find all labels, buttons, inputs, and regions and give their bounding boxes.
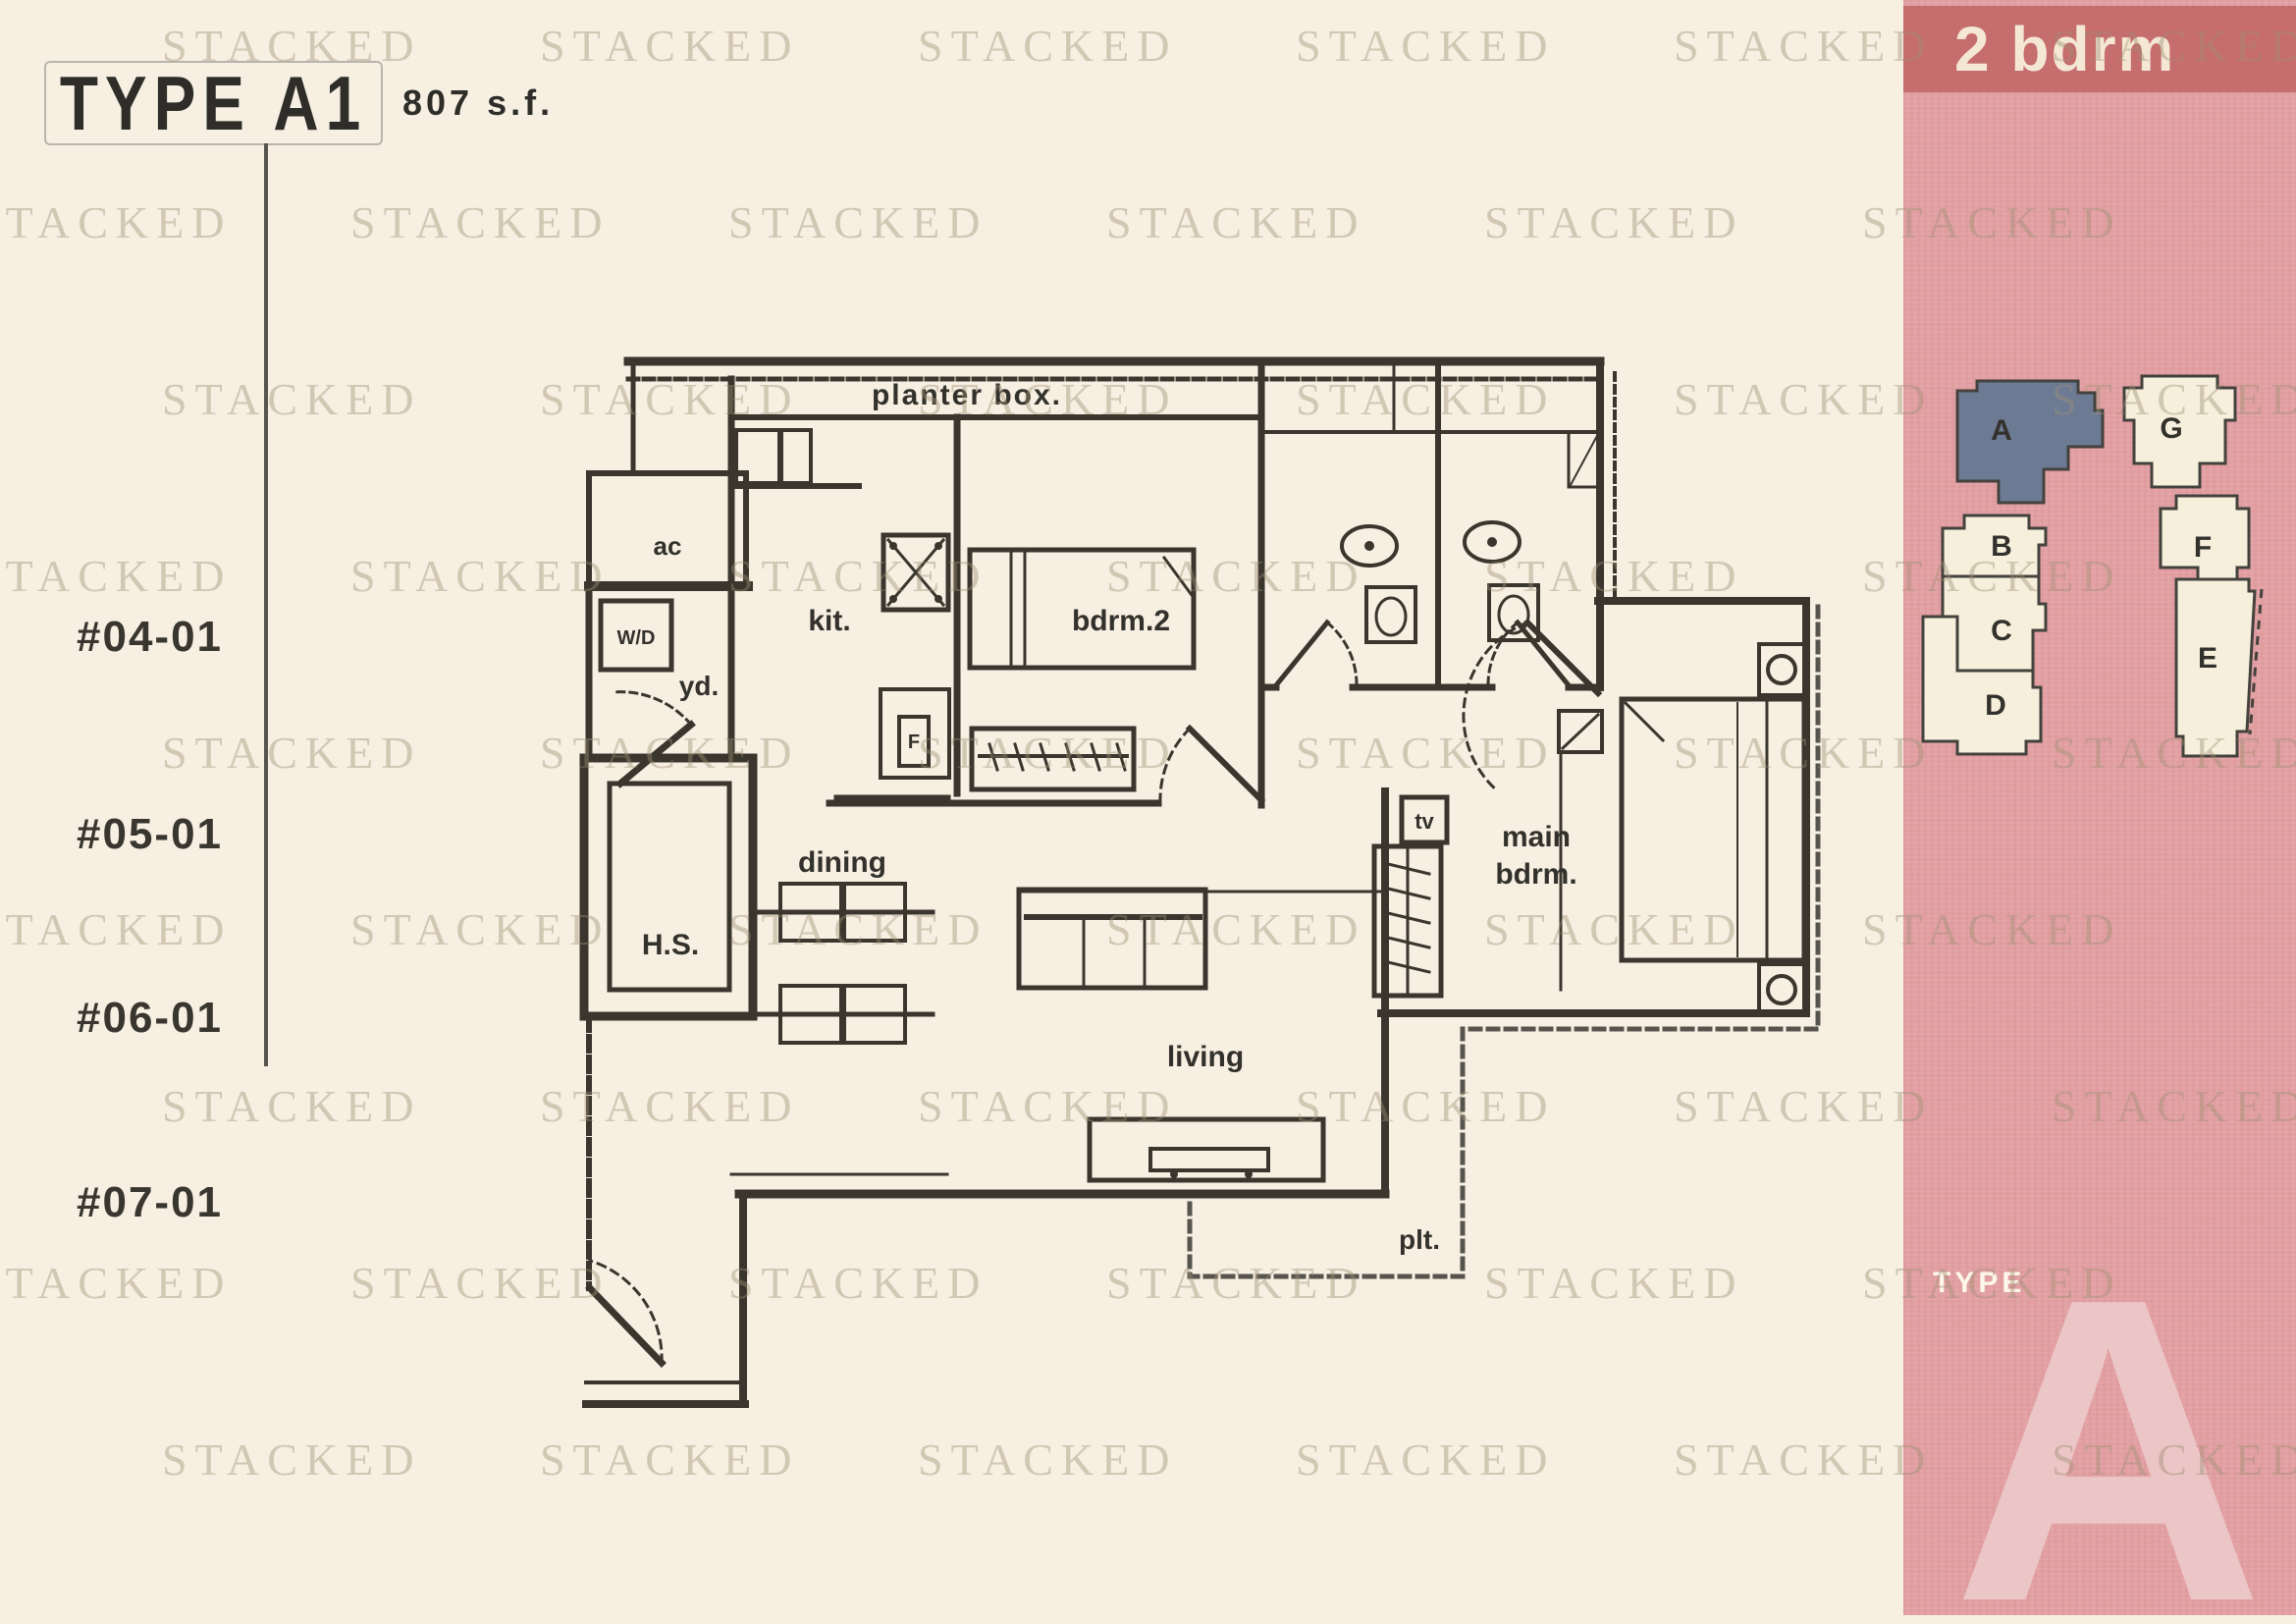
label-tv: tv: [1415, 809, 1434, 834]
site-unit-d: [1921, 615, 2043, 756]
label-planter-box: planter box.: [872, 379, 1062, 411]
type-word: TYPE: [1933, 1267, 2026, 1299]
bedroom-count-banner: 2 bdrm: [1903, 6, 2296, 92]
site-unit-f: [2159, 494, 2251, 581]
type-title-box: TYPE A1: [44, 60, 383, 146]
vertical-divider: [264, 143, 268, 1066]
site-unit-a-highlighted: [1955, 379, 2105, 505]
type-letter: A: [1952, 1210, 2265, 1624]
site-unit-letter: E: [2198, 642, 2217, 675]
label-planter: plt.: [1399, 1224, 1440, 1255]
unit-area: 807 s.f.: [402, 82, 555, 123]
label-ac-ledge: ac: [654, 531, 682, 561]
label-dining: dining: [798, 846, 886, 879]
unit-number: #04-01: [77, 613, 224, 661]
site-unit-e: [2174, 577, 2257, 758]
label-living: living: [1167, 1041, 1244, 1073]
label-main-bedroom: bdrm.: [1495, 858, 1576, 891]
site-unit-letter: A: [1991, 414, 2012, 447]
label-washer-dryer: W/D: [617, 627, 656, 649]
site-boundary-dashed: [2248, 588, 2264, 735]
site-plan: A B C D E F G: [1921, 374, 2264, 758]
label-kitchen: kit.: [808, 605, 850, 637]
sidebar: 2 bdrm A B C D E F G: [1903, 0, 2296, 1624]
label-fridge: F: [908, 731, 920, 753]
unit-number: #06-01: [77, 994, 224, 1042]
site-unit-letter: D: [1985, 689, 2006, 722]
site-unit-letter: B: [1991, 530, 2012, 563]
site-unit-g: [2122, 374, 2237, 489]
site-unit-letter: G: [2160, 412, 2182, 445]
label-bedroom2: bdrm.2: [1072, 605, 1170, 637]
site-unit-letter: C: [1991, 615, 2012, 647]
label-yard: yd.: [679, 671, 719, 701]
type-title: TYPE A1: [59, 60, 368, 146]
label-main-bedroom: main: [1502, 821, 1571, 853]
site-unit-letter: F: [2194, 531, 2212, 564]
unit-number: #05-01: [77, 810, 224, 858]
unit-number: #07-01: [77, 1178, 224, 1226]
label-household-shelter: H.S.: [642, 929, 699, 961]
bedroom-count: 2 bdrm: [1954, 14, 2176, 84]
page-edge: [1903, 1615, 2296, 1624]
